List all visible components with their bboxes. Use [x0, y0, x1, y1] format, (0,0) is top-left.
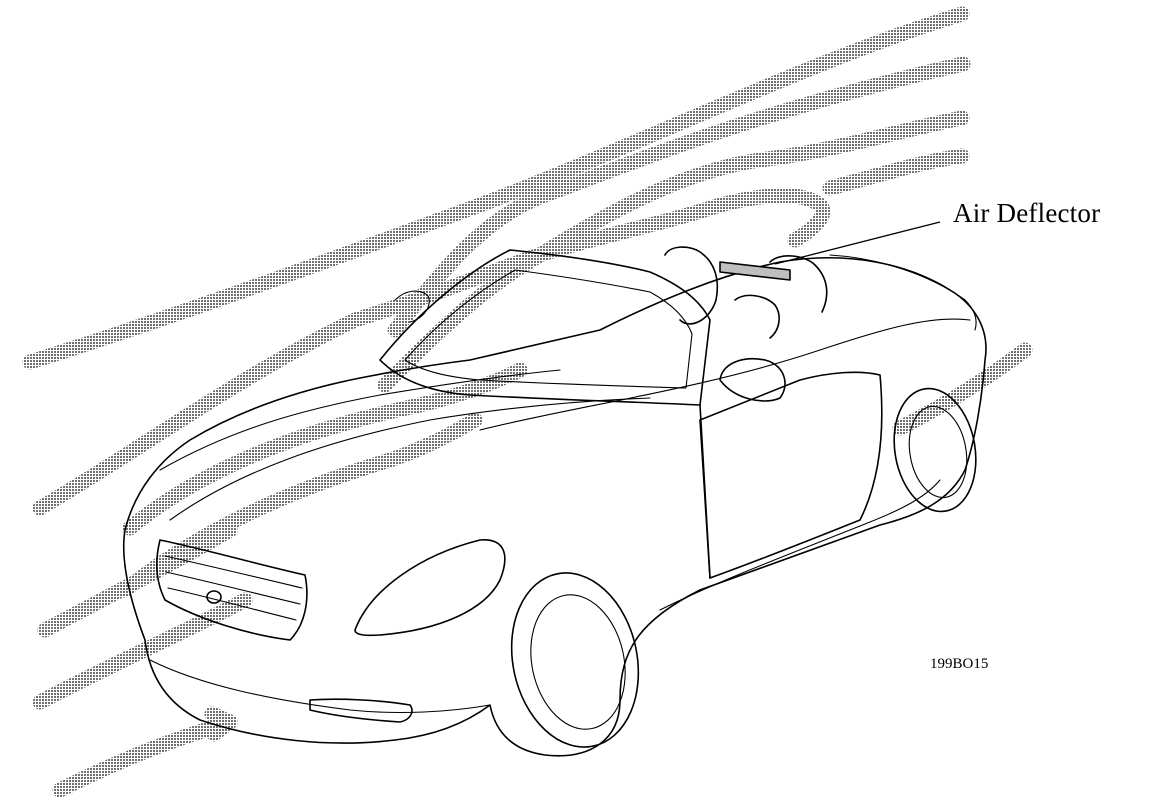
- car-door-shutline: [699, 404, 711, 579]
- car-front-wheel-rim: [530, 594, 626, 730]
- car-windshield-frame: [379, 249, 711, 406]
- airflow-streak: [892, 342, 1033, 436]
- car-rear-wheel-rim: [908, 405, 968, 499]
- figure-code: 199BO15: [930, 656, 989, 672]
- car-grille-slat: [164, 555, 303, 589]
- car-emblem: [206, 590, 222, 604]
- airflow-streak: [122, 362, 528, 536]
- air-deflector: [719, 261, 791, 281]
- car-windshield-inner: [404, 269, 693, 389]
- airflow-streak: [387, 56, 971, 338]
- car-front-bumper: [149, 659, 491, 714]
- car-left-mirror: [394, 290, 430, 323]
- airflow-arrow-head: [204, 706, 238, 742]
- car-grille: [155, 539, 308, 641]
- car-rear-wheel: [893, 387, 977, 513]
- car-side-sill: [659, 479, 941, 611]
- car-hood-line: [159, 369, 561, 471]
- callout-leader-line: [774, 221, 941, 265]
- airflow-streak: [377, 110, 970, 393]
- car-seat-right: [769, 255, 828, 313]
- convertible-car: [122, 246, 987, 757]
- car-headlight: [354, 539, 506, 637]
- car-front-wheel: [510, 572, 640, 748]
- car-side-mirror: [719, 358, 786, 402]
- car-body-outline: [122, 257, 987, 757]
- car-grille-slat: [165, 571, 301, 605]
- car-fog-light: [309, 698, 413, 723]
- airflow-streak: [52, 715, 236, 798]
- car-shoulder-line: [479, 318, 971, 431]
- car-rear-deck: [829, 254, 977, 331]
- car-headrest: [734, 294, 780, 339]
- airflow-streak: [22, 6, 970, 370]
- airflow-streak: [32, 188, 831, 516]
- air-deflector-callout-label: Air Deflector: [953, 198, 1101, 228]
- car-seat-left: [664, 246, 719, 325]
- car-grille-slat: [167, 587, 297, 621]
- car-door: [699, 371, 883, 579]
- airflow-streak: [822, 148, 970, 196]
- airflow-streaks: [22, 6, 1033, 798]
- airflow-streak: [37, 522, 238, 638]
- airflow-streak: [32, 592, 253, 710]
